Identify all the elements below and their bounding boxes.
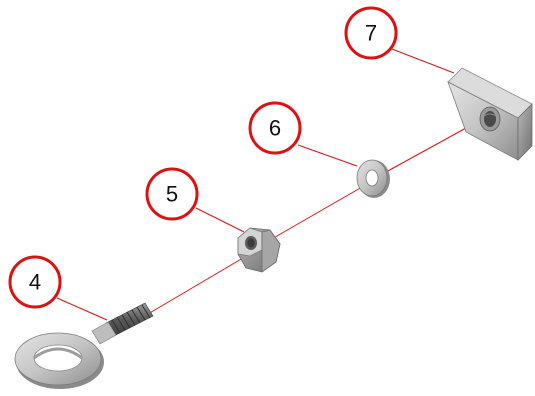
callout-7: 7: [344, 6, 398, 60]
square-plate-nut-icon: [447, 67, 533, 161]
callout-6: 6: [248, 101, 302, 155]
callout-5: 5: [145, 167, 199, 221]
axis-segment-washer-plate: [385, 127, 467, 173]
hex-nut-icon: [237, 227, 281, 273]
callout-label-5: 5: [166, 182, 178, 207]
callout-4: 4: [8, 255, 62, 309]
leader-lines: [56, 48, 455, 321]
leader-line-6: [297, 144, 358, 167]
eye-bolt-icon: [14, 302, 154, 389]
callout-label-6: 6: [269, 116, 281, 141]
leader-line-4: [56, 297, 108, 321]
callout-label-4: 4: [29, 270, 41, 295]
callout-label-7: 7: [365, 21, 377, 46]
axis-segment-bolt-nut: [147, 254, 249, 315]
washer-icon: [356, 159, 390, 198]
axis-segment-nut-washer: [269, 186, 363, 241]
leader-line-7: [391, 48, 455, 74]
leader-line-5: [195, 207, 245, 233]
assembly-axis: [147, 127, 467, 315]
